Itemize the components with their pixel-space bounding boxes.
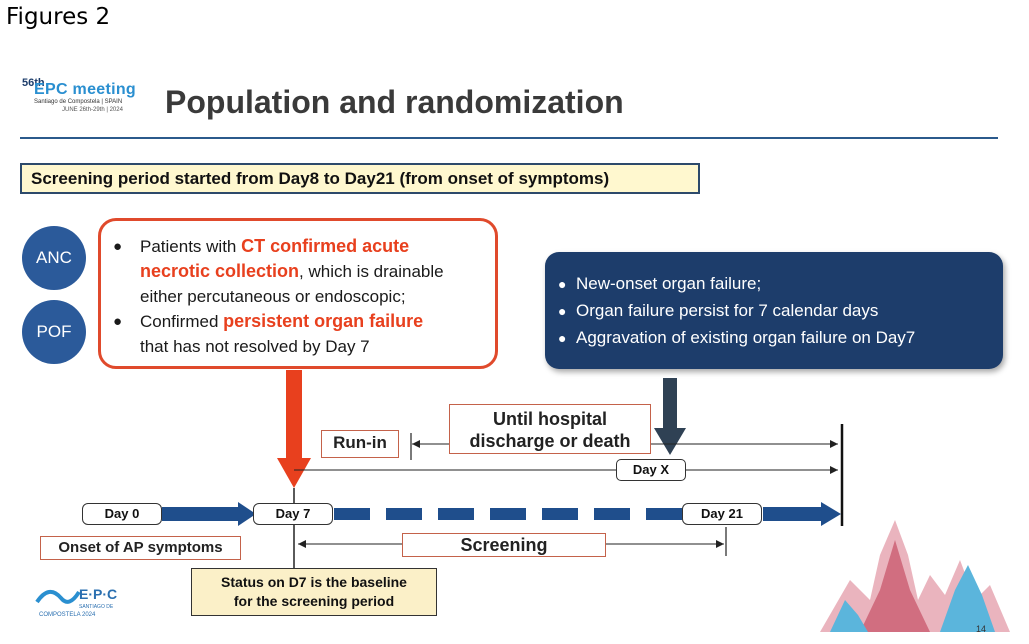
criteria-text: Patients with [140, 237, 242, 256]
main-timeline [162, 502, 841, 526]
criteria-text: Confirmed [140, 312, 224, 331]
criteria-highlight: CT confirmed acute [241, 236, 410, 256]
onset-label: Onset of AP symptoms [40, 536, 241, 560]
navy-down-arrow [654, 378, 686, 455]
logo-name: EPC meeting [34, 81, 136, 98]
organ-failure-item: ●Aggravation of existing organ failure o… [558, 328, 916, 347]
meeting-logo: 56th EPC meeting Santiago de Compostela … [22, 77, 150, 117]
page-number: 14 [976, 624, 987, 634]
pof-group-circle: POF [22, 300, 86, 364]
inclusion-criteria-box: ● Patients with CT confirmed acute necro… [98, 218, 498, 369]
logo-dates: JUNE 26th-29th | 2024 [62, 107, 123, 113]
until-discharge-label: Until hospital discharge or death [449, 404, 651, 454]
organ-failure-item: ●New-onset organ failure; [558, 274, 762, 293]
wave-icon [35, 590, 81, 604]
anc-group-circle: ANC [22, 226, 86, 290]
bullet-icon: ● [113, 238, 123, 255]
baseline-status-box: Status on D7 is the baseline for the scr… [191, 568, 437, 616]
screening-label: Screening [402, 533, 606, 557]
criteria-text: , which is drainable [299, 262, 444, 281]
title-divider [20, 137, 998, 139]
footer-logo-name: E·P·C [79, 586, 118, 602]
organ-failure-definition-box: ●New-onset organ failure; ●Organ failure… [545, 252, 1003, 369]
day-x-arrow [294, 466, 838, 474]
criteria-text: either percutaneous or endoscopic; [140, 287, 406, 306]
criteria-highlight: persistent organ failure [223, 311, 424, 331]
day-7-pill: Day 7 [253, 503, 333, 525]
footer-logo-sub2: COMPOSTELA 2024 [39, 612, 96, 618]
slide-title: Population and randomization [165, 84, 624, 120]
day-21-pill: Day 21 [682, 503, 762, 525]
red-down-arrow [277, 370, 311, 488]
run-in-label: Run-in [321, 430, 399, 458]
logo-place: Santiago de Compostela | SPAIN [34, 99, 123, 105]
screening-period-banner: Screening period started from Day8 to Da… [20, 163, 700, 194]
bullet-icon: ● [113, 313, 123, 330]
cathedral-illustration [820, 520, 1010, 632]
day-x-pill: Day X [616, 459, 686, 481]
day-0-pill: Day 0 [82, 503, 162, 525]
criteria-highlight: necrotic collection [140, 261, 300, 281]
logo-edition: 56th [22, 77, 45, 89]
footer-logo-sub1: SANTIAGO DE [79, 604, 114, 610]
figure-label: Figures 2 [6, 4, 111, 30]
footer-epc-logo: E·P·C SANTIAGO DE COMPOSTELA 2024 [35, 580, 135, 626]
organ-failure-item: ●Organ failure persist for 7 calendar da… [558, 301, 879, 320]
criteria-text: that has not resolved by Day 7 [140, 337, 370, 356]
